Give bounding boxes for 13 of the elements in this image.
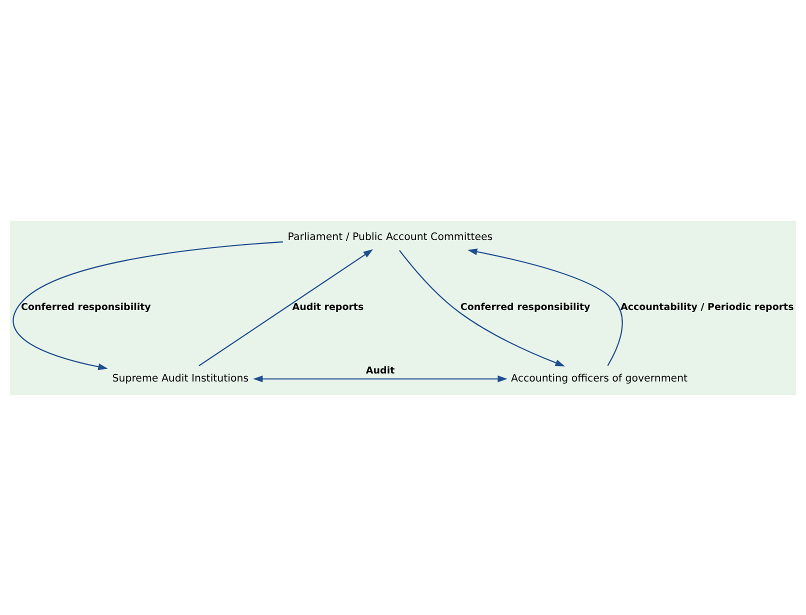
edge-label: Audit reports <box>292 301 364 312</box>
node-text: Accounting officers of government <box>511 373 688 384</box>
arrow <box>399 250 565 366</box>
arrow <box>253 375 508 382</box>
node-text: Supreme Audit Institutions <box>112 373 249 384</box>
arrow <box>12 240 283 370</box>
node-text: Parliament / Public Account Committees <box>288 231 493 242</box>
edge-label: Audit <box>366 364 395 376</box>
edge-label: Accountability / Periodic reports <box>620 301 794 312</box>
edge-label: Conferred responsibility <box>21 301 151 312</box>
edge-label: Conferred responsibility <box>460 301 590 312</box>
arrow <box>198 248 374 366</box>
arrow <box>468 248 623 366</box>
